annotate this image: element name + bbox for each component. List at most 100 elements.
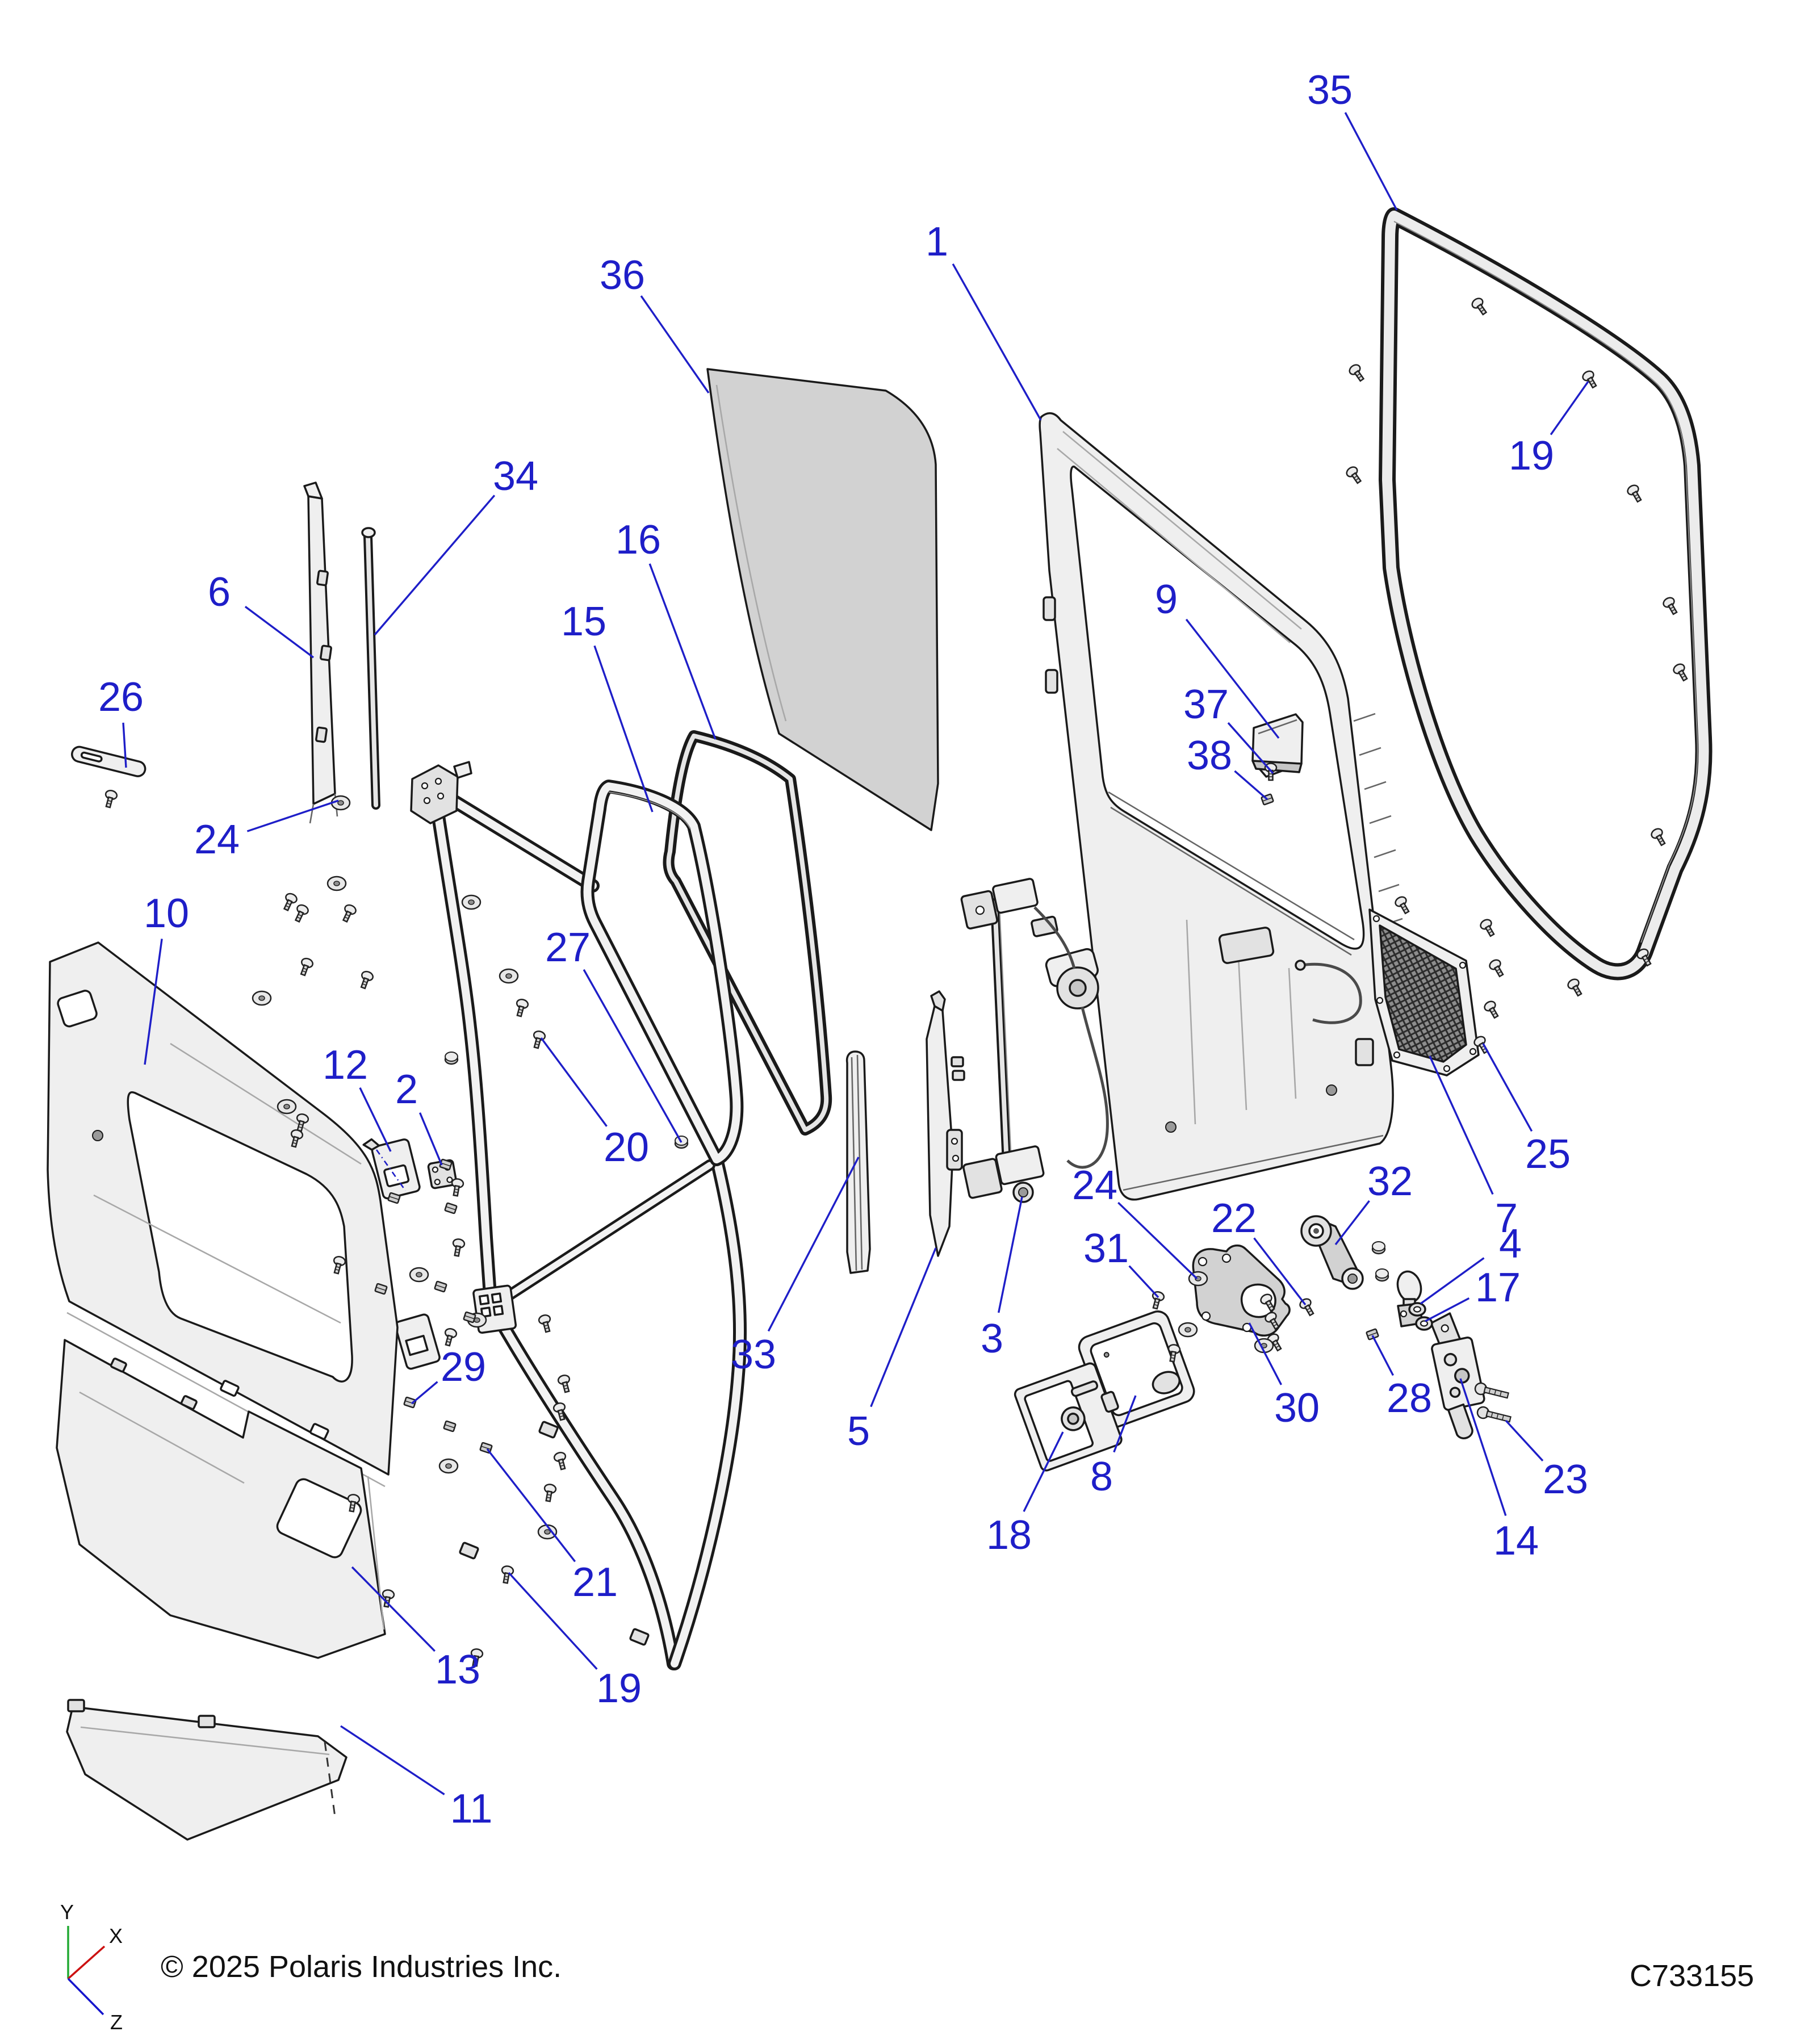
callout-label-29-28: 29 [441,1344,486,1390]
leader-line-22-21 [1253,1237,1307,1306]
callout-label-8-32: 8 [1090,1454,1113,1500]
leader-line-7-22 [1429,1055,1494,1195]
part-retainer-strip [71,745,146,777]
leader-line-23-33 [1505,1419,1544,1461]
callout-label-24-20: 24 [1072,1163,1117,1208]
leader-line-11-39 [340,1725,445,1795]
leader-line-2-16 [418,1112,443,1166]
part-window-regulator [960,878,1109,1203]
part-door-pocket-tray [1251,713,1304,778]
callout-label-16-5: 16 [616,517,661,563]
leader-line-18-34 [1023,1431,1064,1513]
part-shim-card [362,1138,421,1200]
axis-z-label: Z [110,2011,123,2034]
part-glass-run-rod [361,527,380,810]
leader-line-29-28 [411,1381,438,1405]
callout-label-33-27: 33 [731,1332,776,1377]
part-outer-panel-lower [56,1339,386,1659]
callout-label-3-26: 3 [981,1316,1003,1362]
leader-line-25-18 [1482,1043,1533,1132]
callout-label-20-17: 20 [604,1125,649,1170]
leader-line-26-9 [122,722,127,768]
axis-x-label: X [109,1924,123,1947]
leader-line-17-25 [1425,1297,1470,1322]
leader-line-32-19 [1334,1200,1370,1246]
part-door-inner-panel [1039,412,1412,1201]
callout-label-9-7: 9 [1155,577,1178,622]
callout-label-38-11: 38 [1187,733,1232,778]
part-door-seal [1379,207,1713,981]
leader-line-12-15 [359,1087,392,1152]
callout-label-7-22: 7 [1495,1196,1518,1241]
leader-line-1-1 [952,263,1042,421]
callout-label-13-37: 13 [435,1647,480,1693]
callout-label-4-23: 4 [1499,1221,1522,1267]
callout-label-21-36: 21 [572,1560,618,1605]
part-latch-plate [1192,1244,1291,1337]
callout-label-14-35: 14 [1493,1518,1539,1564]
callout-label-31-24: 31 [1083,1226,1129,1271]
callout-label-34-4: 34 [493,454,538,499]
callout-label-17-25: 17 [1475,1265,1521,1310]
callout-label-28-29: 28 [1387,1376,1432,1421]
part-door-handle [1014,1362,1123,1472]
callout-label-5-31: 5 [847,1409,870,1454]
callout-label-19-38: 19 [596,1666,642,1711]
leader-line-3-26 [997,1196,1023,1313]
copyright-text: © 2025 Polaris Industries Inc. [161,1950,562,1984]
callout-label-30-30: 30 [1274,1385,1320,1431]
leader-line-19-38 [508,1572,598,1670]
callout-label-15-8: 15 [561,599,606,644]
footer: Y X Z © 2025 Polaris Industries Inc. C73… [60,1900,1754,2034]
callout-label-12-15: 12 [323,1042,368,1088]
leader-line-31-24 [1128,1265,1159,1299]
leader-line-19-3 [1550,381,1589,435]
leader-line-28-29 [1371,1335,1395,1376]
callout-label-25-18: 25 [1525,1132,1571,1177]
leader-line-6-6 [244,605,315,659]
leader-line-5-31 [870,1247,937,1408]
leader-line-15-8 [593,645,654,812]
callout-label-1-1: 1 [926,219,948,265]
callout-label-19-3: 19 [1509,433,1554,479]
callout-label-24-12: 24 [194,817,240,862]
leader-line-30-30 [1248,1322,1283,1385]
axis-z-line [67,1978,104,2016]
leader-line-14-35 [1459,1378,1507,1517]
part-window-glass [706,368,939,831]
leader-line-37-10 [1227,722,1274,774]
axis-x-line [67,1945,106,1980]
part-pillar-strip [303,481,338,824]
callout-label-37-10: 37 [1183,682,1229,727]
drawing-code: C733155 [1630,1959,1754,1993]
part-run-channel [845,1050,871,1274]
callout-label-35-0: 35 [1307,68,1353,113]
callout-label-26-9: 26 [98,675,144,720]
callout-label-10-13: 10 [144,891,189,936]
callout-label-2-16: 2 [395,1067,418,1112]
leader-line-9-7 [1185,618,1280,739]
leader-line-20-17 [540,1037,608,1127]
part-speaker-grille [1368,908,1480,1077]
leader-line-36-2 [640,295,710,393]
leader-line-34-4 [374,495,496,636]
part-window-frame [394,761,747,1670]
part-kick-panel [66,1699,348,1841]
leader-line-16-5 [648,563,717,740]
axis-y-label: Y [60,1900,74,1924]
leader-line-33-27 [767,1157,860,1332]
leader-line-21-36 [486,1448,576,1563]
callout-label-32-19: 32 [1367,1159,1413,1204]
leader-line-24-12 [246,799,339,832]
leader-line-27-14 [583,969,683,1143]
callout-label-27-14: 27 [545,925,591,970]
callout-label-22-21: 22 [1211,1196,1257,1241]
leader-line-8-32 [1113,1395,1137,1453]
part-door-latch [1430,1312,1485,1439]
leader-line-38-11 [1234,770,1268,801]
leader-line-4-23 [1420,1257,1485,1305]
part-roller-arm [1300,1215,1364,1290]
callout-label-23-33: 23 [1543,1457,1588,1502]
